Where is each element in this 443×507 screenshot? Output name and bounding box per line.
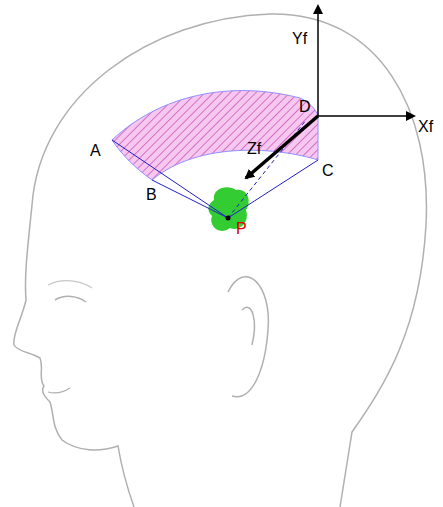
- ear: [228, 277, 268, 397]
- point-label: P: [236, 220, 247, 238]
- head-outline: [32, 14, 426, 507]
- x-axis: [318, 115, 414, 117]
- ray-line: [152, 180, 228, 218]
- point-label: A: [90, 142, 101, 160]
- mouth: [48, 388, 70, 393]
- z-axis: [246, 116, 318, 178]
- point-label: B: [146, 186, 157, 204]
- point-label: D: [299, 98, 311, 116]
- ray-line: [112, 140, 228, 218]
- scalp-region: [112, 91, 318, 180]
- face-profile: [14, 205, 134, 507]
- eye: [55, 296, 86, 302]
- point-dot: [226, 216, 231, 221]
- axis-label: Xf: [418, 118, 433, 136]
- axis-label: Yf: [292, 30, 307, 48]
- point-label: C: [322, 162, 334, 180]
- ray-line: [228, 160, 318, 218]
- axis-label: Zf: [247, 140, 261, 158]
- eyebrow: [48, 281, 92, 288]
- y-axis: [317, 6, 319, 116]
